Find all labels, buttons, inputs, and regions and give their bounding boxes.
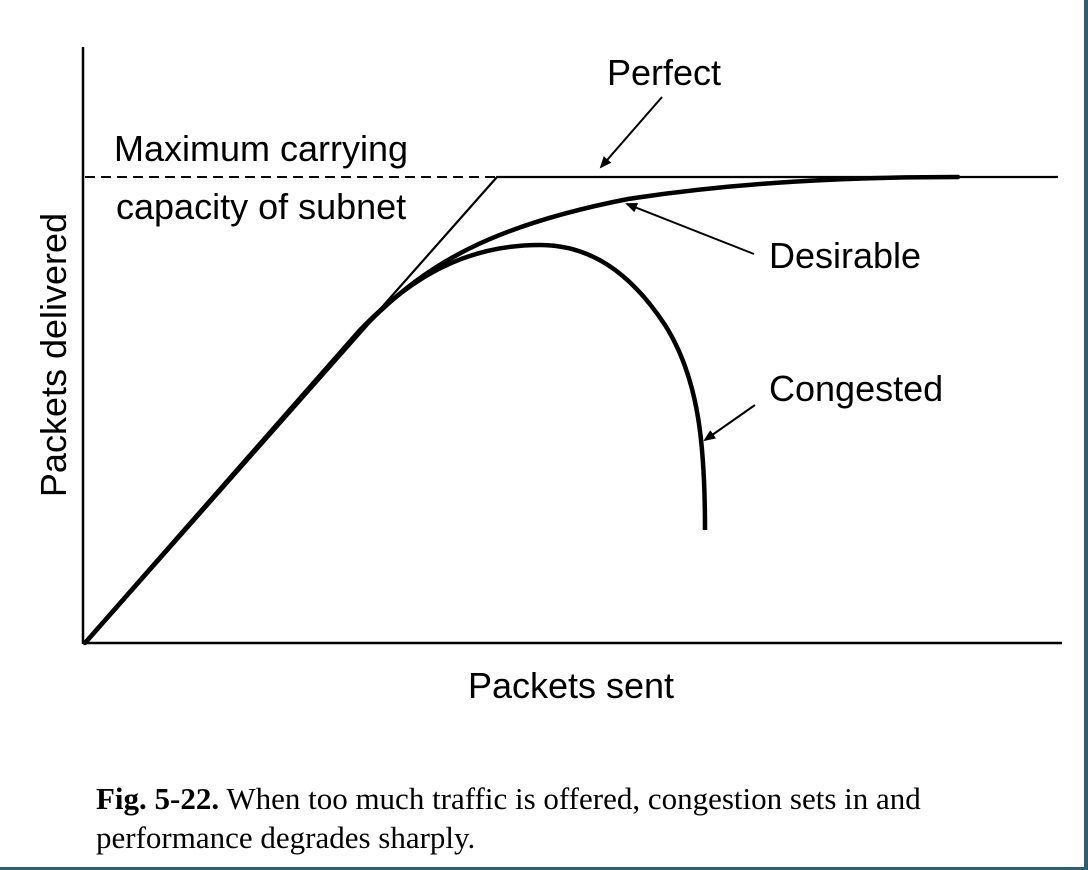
max-capacity-label-line2: capacity of subnet <box>116 186 406 227</box>
congested-curve <box>83 242 708 645</box>
figure-caption: Fig. 5-22. When too much traffic is offe… <box>96 779 1056 857</box>
congested-label: Congested <box>769 368 943 409</box>
desirable-arrow <box>625 203 755 255</box>
congestion-diagram: Perfect Maximum carrying capacity of sub… <box>33 47 1062 706</box>
perfect-arrow <box>599 96 663 169</box>
desirable-label: Desirable <box>769 235 921 276</box>
caption-text: When too much traffic is offered, conges… <box>96 781 921 855</box>
congested-arrow <box>703 404 756 442</box>
x-axis-title: Packets sent <box>468 665 674 706</box>
y-axis-title: Packets delivered <box>33 213 74 497</box>
perfect-label: Perfect <box>607 52 721 93</box>
max-capacity-label-line1: Maximum carrying <box>114 128 408 169</box>
figure-number: Fig. 5-22. <box>96 781 220 816</box>
